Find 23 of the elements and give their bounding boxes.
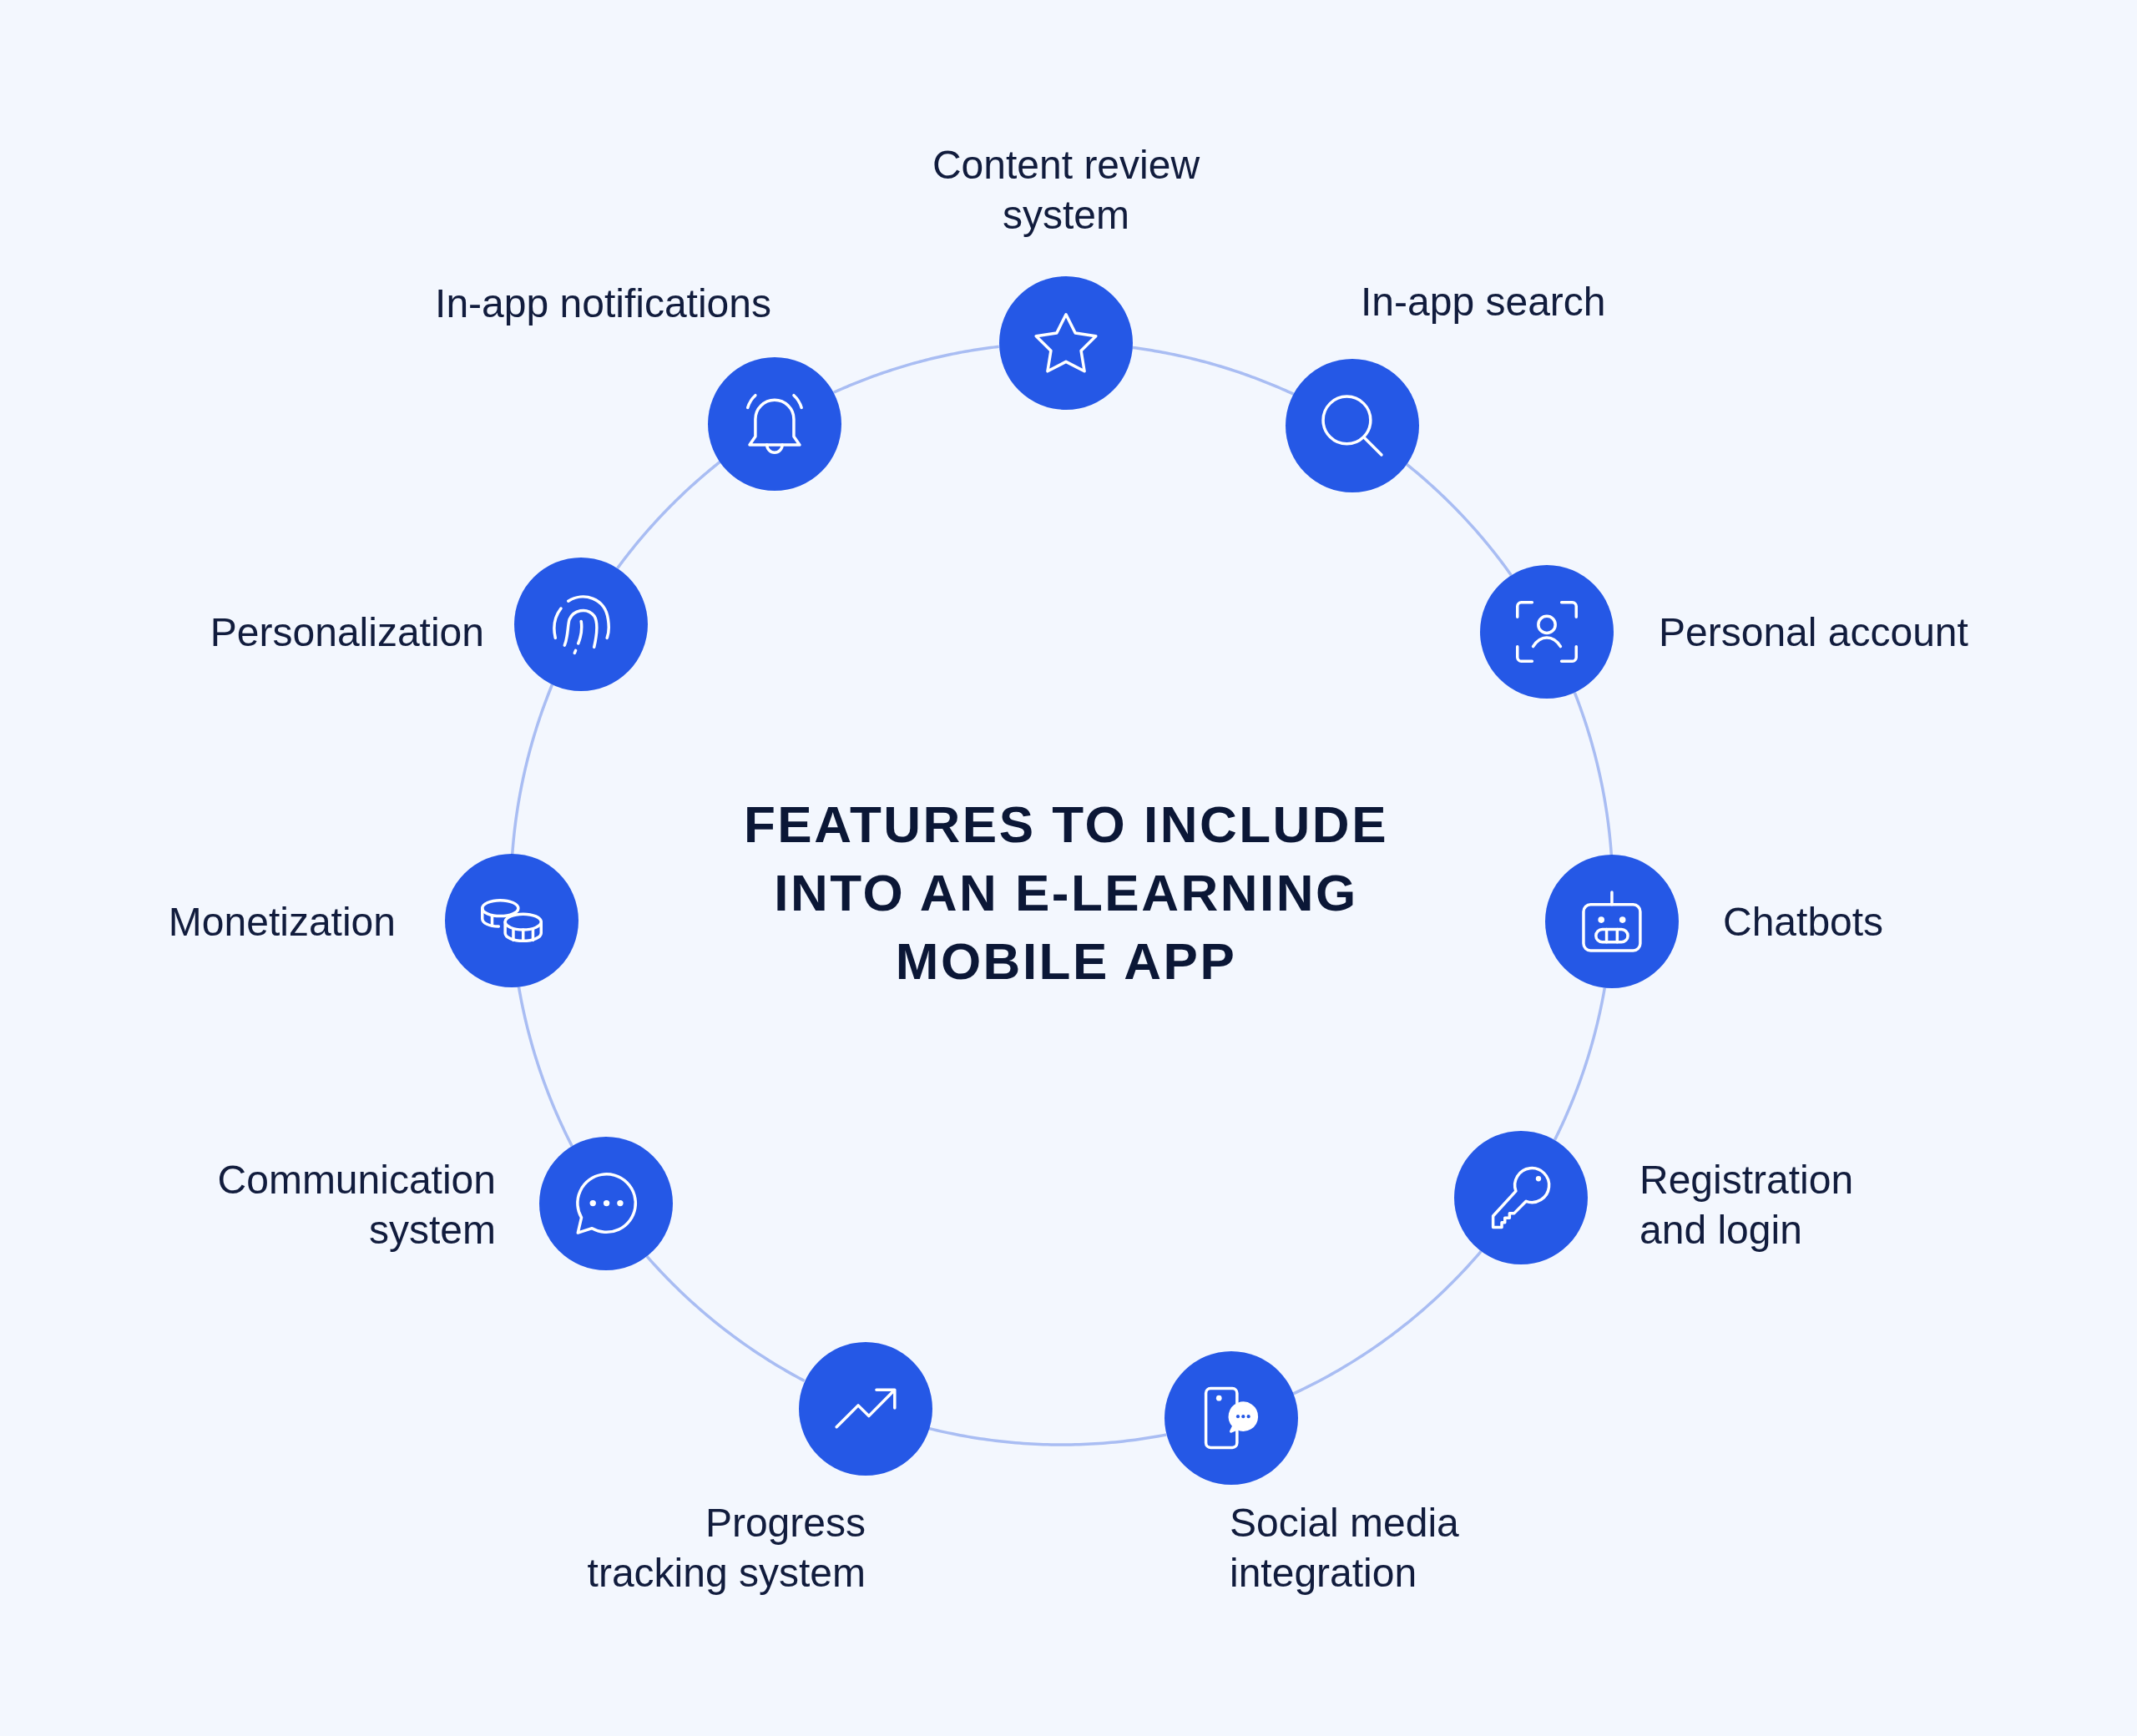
feature-label: In-app search [1361, 279, 1606, 326]
ring-arc [1292, 1250, 1483, 1395]
ring-arc [1132, 346, 1295, 396]
feature-label: In-app notifications [435, 280, 771, 327]
feature-label: Progress tracking system [586, 1500, 866, 1597]
feature-label: Social media integration [1230, 1500, 1460, 1597]
feature-label: Registration and login [1639, 1157, 1855, 1254]
ring-arc [517, 987, 573, 1147]
feature-label: Personalization [210, 609, 484, 656]
ring-arc [928, 1426, 1167, 1446]
ring-arc [616, 461, 721, 569]
ring-arc [1553, 987, 1606, 1141]
diagram-title: FEATURES TO INCLUDE INTO AN E-LEARNING MOBILE APP [743, 795, 1389, 992]
feature-label: Communication system [216, 1157, 496, 1254]
ring-arc [1573, 692, 1614, 855]
ring-arc [833, 345, 999, 394]
ring-arc [1406, 462, 1513, 577]
ring-arc [511, 684, 554, 855]
feature-label: Content review system [931, 142, 1201, 239]
feature-label: Chatbots [1723, 899, 1884, 946]
feature-label: Personal account [1659, 609, 1968, 656]
feature-label: Monetization [168, 899, 396, 946]
ring-arc [645, 1255, 806, 1383]
